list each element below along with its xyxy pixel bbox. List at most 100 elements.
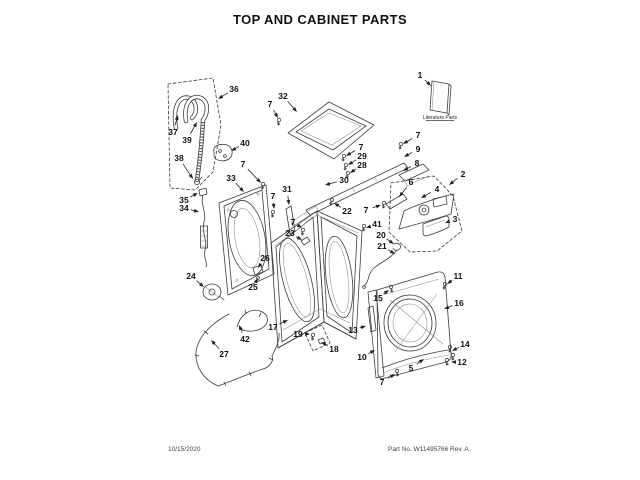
svg-text:7: 7 — [416, 130, 421, 140]
svg-text:7: 7 — [359, 142, 364, 152]
svg-text:42: 42 — [240, 334, 250, 344]
svg-text:38: 38 — [174, 153, 184, 163]
drain-hose-group-drawing — [167, 77, 222, 191]
callout-18: 18 — [321, 342, 339, 354]
svg-text:23: 23 — [285, 228, 295, 238]
svg-text:40: 40 — [240, 138, 250, 148]
harness-27-42-drawing — [194, 309, 280, 387]
svg-text:4: 4 — [435, 184, 440, 194]
callout-22: 22 — [334, 203, 352, 216]
callout-9: 9 — [404, 144, 421, 157]
svg-text:17: 17 — [268, 322, 278, 332]
svg-text:21: 21 — [377, 241, 387, 251]
svg-text:37: 37 — [168, 127, 178, 137]
svg-text:35: 35 — [179, 195, 189, 205]
fasteners-drawing — [202, 117, 456, 377]
svg-text:1: 1 — [418, 70, 423, 80]
svg-text:14: 14 — [460, 339, 470, 349]
svg-text:30: 30 — [339, 175, 349, 185]
literature-label: Literature Parts — [423, 115, 458, 121]
svg-text:27: 27 — [219, 349, 229, 359]
callout-29: 29 — [348, 151, 367, 165]
svg-text:7: 7 — [364, 205, 369, 215]
svg-text:22: 22 — [342, 206, 352, 216]
console-group-drawing — [388, 175, 463, 253]
svg-text:28: 28 — [357, 160, 367, 170]
callout-7: 7 — [364, 204, 381, 215]
callout-19: 19 — [293, 329, 310, 339]
side-panel-drawing — [218, 184, 275, 296]
callout-38: 38 — [174, 153, 193, 179]
svg-text:12: 12 — [457, 357, 467, 367]
svg-text:7: 7 — [268, 99, 273, 109]
callout-7: 7 — [403, 130, 421, 144]
svg-text:16: 16 — [454, 298, 464, 308]
svg-text:7: 7 — [271, 191, 276, 201]
callout-27: 27 — [211, 340, 229, 359]
callout-2: 2 — [449, 169, 466, 185]
callout-7: 7 — [346, 142, 364, 156]
footer-part-number: Part No. W11495766 Rev. A — [388, 446, 469, 453]
svg-text:7: 7 — [291, 217, 296, 227]
svg-text:11: 11 — [454, 271, 463, 281]
svg-text:36: 36 — [229, 84, 239, 94]
callout-7: 7 — [241, 159, 261, 183]
svg-text:29: 29 — [357, 151, 367, 161]
callout-28: 28 — [350, 160, 367, 173]
callout-35: 35 — [179, 193, 198, 205]
hose-clip-drawing — [213, 144, 233, 162]
svg-text:41: 41 — [372, 219, 382, 229]
callout-31: 31 — [282, 184, 292, 205]
svg-text:20: 20 — [376, 230, 386, 240]
callout-10: 10 — [357, 350, 375, 362]
callout-30: 30 — [325, 175, 349, 186]
svg-text:7: 7 — [380, 377, 385, 387]
callout-6: 6 — [399, 177, 414, 197]
svg-text:3: 3 — [453, 214, 458, 224]
callout-15: 15 — [373, 290, 389, 303]
callout-20: 20 — [376, 230, 394, 244]
svg-text:31: 31 — [282, 184, 292, 194]
svg-text:9: 9 — [416, 144, 421, 154]
callout-7: 7 — [271, 191, 276, 209]
svg-text:13: 13 — [348, 325, 358, 335]
callout-3: 3 — [445, 214, 458, 224]
callout-33: 33 — [226, 173, 244, 192]
callout-11: 11 — [447, 271, 463, 284]
svg-text:6: 6 — [409, 177, 414, 187]
callout-16: 16 — [444, 298, 464, 309]
callout-14: 14 — [452, 339, 470, 351]
callout-13: 13 — [348, 325, 366, 335]
svg-text:34: 34 — [179, 203, 189, 213]
callout-23: 23 — [285, 228, 302, 240]
callout-17: 17 — [268, 320, 288, 332]
svg-text:8: 8 — [415, 158, 420, 168]
svg-text:7: 7 — [241, 159, 246, 169]
callout-5: 5 — [409, 359, 424, 373]
callout-12: 12 — [451, 357, 467, 367]
svg-text:32: 32 — [278, 91, 288, 101]
svg-text:39: 39 — [182, 135, 192, 145]
svg-text:19: 19 — [293, 329, 303, 339]
callout-7: 7 — [268, 99, 278, 118]
callout-4: 4 — [421, 184, 440, 198]
svg-text:18: 18 — [329, 344, 339, 354]
svg-text:26: 26 — [260, 253, 270, 263]
svg-text:24: 24 — [186, 271, 196, 281]
page-title: TOP AND CABINET PARTS — [232, 12, 408, 27]
callout-26: 26 — [258, 253, 270, 268]
callout-1: 1 — [418, 70, 431, 86]
svg-text:25: 25 — [248, 282, 258, 292]
callout-34: 34 — [179, 203, 199, 213]
literature-pack-drawing: Literature Parts — [423, 80, 458, 121]
footer-date: 10/15/2020 — [168, 446, 201, 453]
callout-24: 24 — [186, 271, 204, 287]
svg-text:10: 10 — [357, 352, 367, 362]
callout-21: 21 — [377, 241, 395, 254]
callout-37: 37 — [168, 115, 179, 137]
svg-text:5: 5 — [409, 363, 414, 373]
svg-text:2: 2 — [461, 169, 466, 179]
svg-text:33: 33 — [226, 173, 236, 183]
